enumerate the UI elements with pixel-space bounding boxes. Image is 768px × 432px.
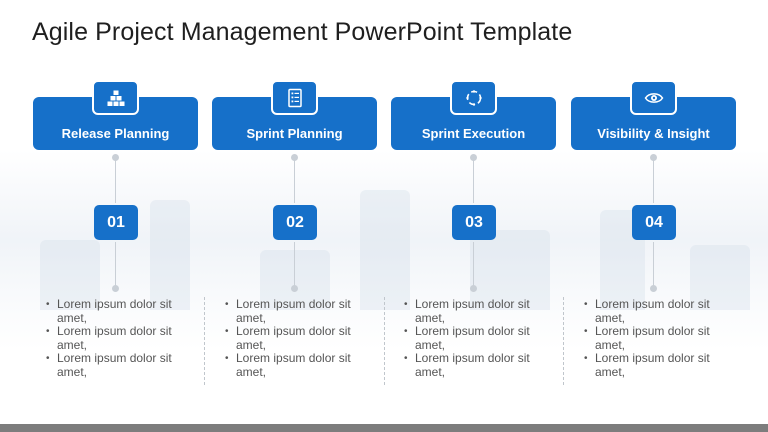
connector-dot [112, 154, 119, 161]
step-column-2: Sprint Planning 02 Lorem ipsum dolor sit… [212, 80, 377, 390]
step-column-1: Release Planning 01 Lorem ipsum dolor si… [33, 80, 198, 390]
connector-dot [470, 154, 477, 161]
bullet-item: Lorem ipsum dolor sit amet, [391, 324, 556, 352]
connector-line [473, 242, 474, 287]
connector-line [115, 160, 116, 203]
bullet-list: Lorem ipsum dolor sit amet, Lorem ipsum … [391, 297, 556, 379]
connector-line [115, 242, 116, 287]
step-label: Sprint Planning [246, 126, 343, 141]
checklist-icon [271, 80, 318, 115]
bullet-item: Lorem ipsum dolor sit amet, [212, 297, 377, 325]
step-header-box: Visibility & Insight [571, 97, 736, 150]
column-divider [204, 297, 205, 385]
bullet-item: Lorem ipsum dolor sit amet, [571, 351, 736, 379]
bullet-item: Lorem ipsum dolor sit amet, [212, 351, 377, 379]
connector-dot [291, 285, 298, 292]
step-number: 01 [94, 205, 138, 240]
step-label: Visibility & Insight [597, 126, 710, 141]
bullet-item: Lorem ipsum dolor sit amet, [33, 351, 198, 379]
column-divider [384, 297, 385, 385]
step-label: Release Planning [61, 126, 170, 141]
column-divider [563, 297, 564, 385]
connector-dot [650, 285, 657, 292]
bullet-item: Lorem ipsum dolor sit amet, [571, 297, 736, 325]
bullet-item: Lorem ipsum dolor sit amet, [391, 351, 556, 379]
connector-line [294, 242, 295, 287]
slide-title: Agile Project Management PowerPoint Temp… [32, 18, 573, 46]
step-number: 03 [452, 205, 496, 240]
connector-dot [470, 285, 477, 292]
connector-line [294, 160, 295, 203]
bullet-item: Lorem ipsum dolor sit amet, [212, 324, 377, 352]
connector-dot [650, 154, 657, 161]
cycle-icon [450, 80, 497, 115]
connector-dot [112, 285, 119, 292]
step-column-3: Sprint Execution 03 Lorem ipsum dolor si… [391, 80, 556, 390]
connector-line [653, 160, 654, 203]
blocks-icon [92, 80, 139, 115]
bullet-list: Lorem ipsum dolor sit amet, Lorem ipsum … [212, 297, 377, 379]
bullet-list: Lorem ipsum dolor sit amet, Lorem ipsum … [33, 297, 198, 379]
footer-bar [0, 424, 768, 432]
bullet-item: Lorem ipsum dolor sit amet, [571, 324, 736, 352]
connector-line [473, 160, 474, 203]
step-column-4: Visibility & Insight 04 Lorem ipsum dolo… [571, 80, 736, 390]
bullet-item: Lorem ipsum dolor sit amet, [33, 324, 198, 352]
step-number: 02 [273, 205, 317, 240]
step-label: Sprint Execution [421, 126, 526, 141]
bullet-item: Lorem ipsum dolor sit amet, [391, 297, 556, 325]
step-number: 04 [632, 205, 676, 240]
eye-icon [630, 80, 677, 115]
connector-line [653, 242, 654, 287]
bullet-item: Lorem ipsum dolor sit amet, [33, 297, 198, 325]
bullet-list: Lorem ipsum dolor sit amet, Lorem ipsum … [571, 297, 736, 379]
connector-dot [291, 154, 298, 161]
